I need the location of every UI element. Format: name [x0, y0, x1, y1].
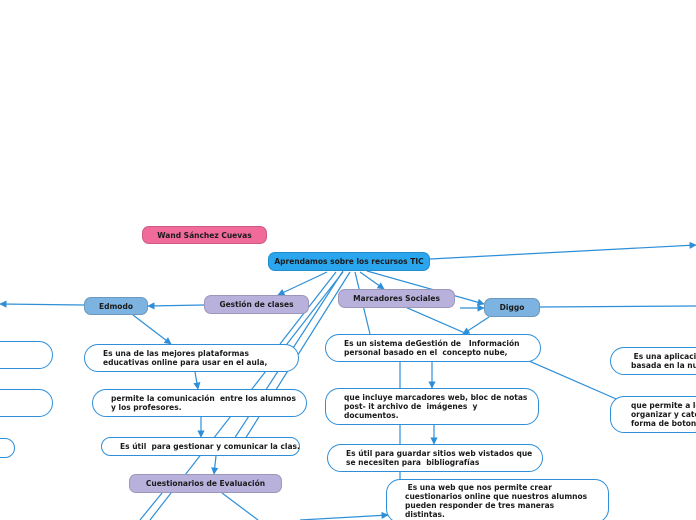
connector-line	[277, 271, 328, 296]
diggo-note-3[interactable]: Es útil para guardar sitios web vistados…	[327, 444, 543, 472]
connector-line	[462, 316, 490, 335]
diggo-note-1[interactable]: Es un sistema deGestión de Información p…	[325, 334, 541, 362]
connector-line	[539, 305, 696, 308]
diggo-node[interactable]: Diggo	[484, 298, 540, 317]
edmodo-note-2[interactable]: permite la comunicación entre los alumno…	[92, 389, 307, 417]
marcadores-sociales-node[interactable]: Marcadores Sociales	[338, 289, 455, 308]
connector-line	[299, 511, 389, 520]
edmodo-node[interactable]: Edmodo	[84, 297, 148, 315]
connector-line	[366, 270, 485, 306]
left-partial-box-2[interactable]	[0, 389, 53, 417]
connector-line	[147, 302, 205, 310]
edmodo-note-1[interactable]: Es una de las mejores plataformas educat…	[84, 344, 299, 372]
edmodo-note-3[interactable]: Es útil para gestionar y comunicar la cl…	[101, 437, 300, 456]
cuestionarios-note-1[interactable]: Es una web que nos permite crear cuestio…	[386, 479, 609, 520]
author-node[interactable]: Wand Sánchez Cuevas	[142, 226, 267, 244]
cuestionarios-node[interactable]: Cuestionarios de Evaluación	[129, 474, 282, 493]
root-node[interactable]: Aprendamos sobre los recursos TIC	[268, 252, 430, 271]
diggo-note-2[interactable]: que incluye marcadores web, bloc de nota…	[325, 388, 539, 425]
right-note-1[interactable]: Es una aplicació basada en la nub	[610, 347, 696, 375]
connector-line	[193, 371, 201, 390]
connector-line	[139, 492, 163, 520]
connector-line	[132, 314, 172, 345]
left-partial-box-1[interactable]	[0, 341, 53, 369]
gestion-clases-node[interactable]: Gestión de clases	[204, 295, 309, 314]
left-partial-box-3[interactable]	[0, 438, 15, 458]
connector-line	[211, 455, 219, 475]
connector-line	[0, 300, 85, 308]
right-note-2[interactable]: que permite a los organizar y categ form…	[610, 396, 696, 433]
connector-line	[359, 271, 385, 290]
connector-line	[429, 241, 696, 260]
connector-line	[221, 492, 259, 520]
